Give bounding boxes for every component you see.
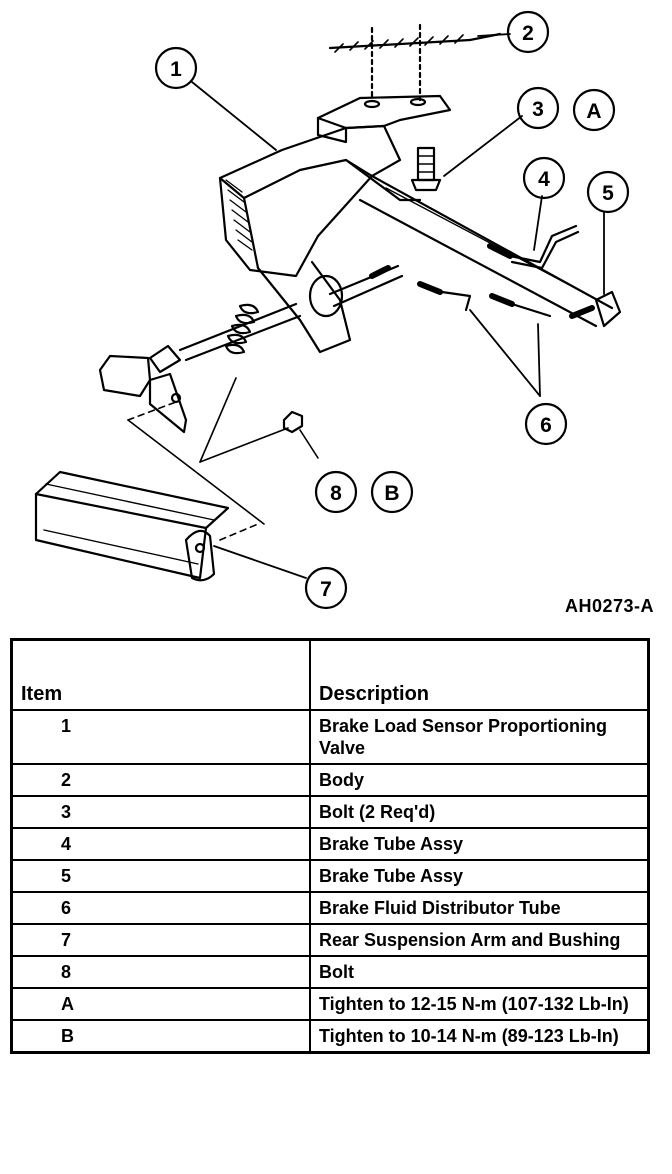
figure-id: AH0273-A (564, 596, 654, 616)
callout-3: 3 (516, 86, 560, 130)
description-cell: Body (309, 762, 650, 797)
callout-label: 4 (538, 168, 550, 191)
callout-label: 1 (170, 58, 182, 81)
bolt-8 (282, 410, 319, 459)
table-row: 6 Brake Fluid Distributor Tube (10, 890, 650, 925)
valve-body (218, 124, 422, 278)
item-cell: 7 (10, 922, 311, 957)
callout-label: 5 (602, 182, 614, 205)
callout-5: 5 (586, 170, 630, 214)
callout-label: 2 (522, 22, 534, 45)
callout-b: B (370, 470, 414, 514)
description-header: Description (309, 638, 650, 711)
description-cell: Tighten to 10-14 N-m (89-123 Lb-In) (309, 1018, 650, 1053)
leader-lines (191, 33, 605, 579)
callout-label: 3 (532, 98, 544, 121)
callout-4: 4 (522, 156, 566, 200)
legend-table: Item Description 1 Brake Load Sensor Pro… (10, 638, 650, 1054)
item-cell: 8 (10, 954, 311, 989)
item-cell: 1 (10, 708, 311, 765)
callout-1: 1 (154, 46, 198, 90)
linkage-end (98, 354, 188, 434)
description-cell: Tighten to 12-15 N-m (107-132 Lb-In) (309, 986, 650, 1021)
callout-label: A (586, 100, 601, 123)
description-cell: Bolt (2 Req'd) (309, 794, 650, 829)
item-cell: 6 (10, 890, 311, 925)
table-row: 5 Brake Tube Assy (10, 858, 650, 893)
rear-suspension-arm (34, 470, 230, 582)
callout-a: A (572, 88, 616, 132)
callout-label: 8 (330, 482, 342, 505)
callout-label: 7 (320, 578, 332, 601)
item-header: Item (10, 638, 311, 711)
table-row: 2 Body (10, 762, 650, 797)
body-mount (328, 23, 502, 102)
table-row: 7 Rear Suspension Arm and Bushing (10, 922, 650, 957)
item-cell: B (10, 1018, 311, 1053)
callout-label: B (384, 482, 399, 505)
description-cell: Rear Suspension Arm and Bushing (309, 922, 650, 957)
brake-tubes (369, 224, 622, 328)
description-cell: Brake Tube Assy (309, 858, 650, 893)
description-cell: Bolt (309, 954, 650, 989)
mounting-bracket (316, 94, 452, 144)
table-row: A Tighten to 12-15 N-m (107-132 Lb-In) (10, 986, 650, 1021)
callout-7: 7 (304, 566, 348, 610)
description-cell: Brake Fluid Distributor Tube (309, 890, 650, 925)
table-row: B Tighten to 10-14 N-m (89-123 Lb-In) (10, 1018, 650, 1053)
table-row: 4 Brake Tube Assy (10, 826, 650, 861)
callout-8: 8 (314, 470, 358, 514)
item-cell: 5 (10, 858, 311, 893)
legend-header-row: Item Description (10, 638, 650, 711)
table-row: 1 Brake Load Sensor Proportioning Valve (10, 708, 650, 765)
callout-label: 6 (540, 414, 552, 437)
exploded-diagram: 1 2 3 A 4 5 6 8 B 7 (34, 10, 630, 610)
alignment-lines (127, 377, 289, 541)
load-sensor-linkage (148, 260, 404, 374)
table-row: 8 Bolt (10, 954, 650, 989)
item-cell: A (10, 986, 311, 1021)
callout-2: 2 (506, 10, 550, 54)
table-row: 3 Bolt (2 Req'd) (10, 794, 650, 829)
item-cell: 3 (10, 794, 311, 829)
description-cell: Brake Tube Assy (309, 826, 650, 861)
item-cell: 2 (10, 762, 311, 797)
item-cell: 4 (10, 826, 311, 861)
callout-6: 6 (524, 402, 568, 446)
bolt-3 (410, 146, 442, 192)
description-cell: Brake Load Sensor Proportioning Valve (309, 708, 650, 765)
